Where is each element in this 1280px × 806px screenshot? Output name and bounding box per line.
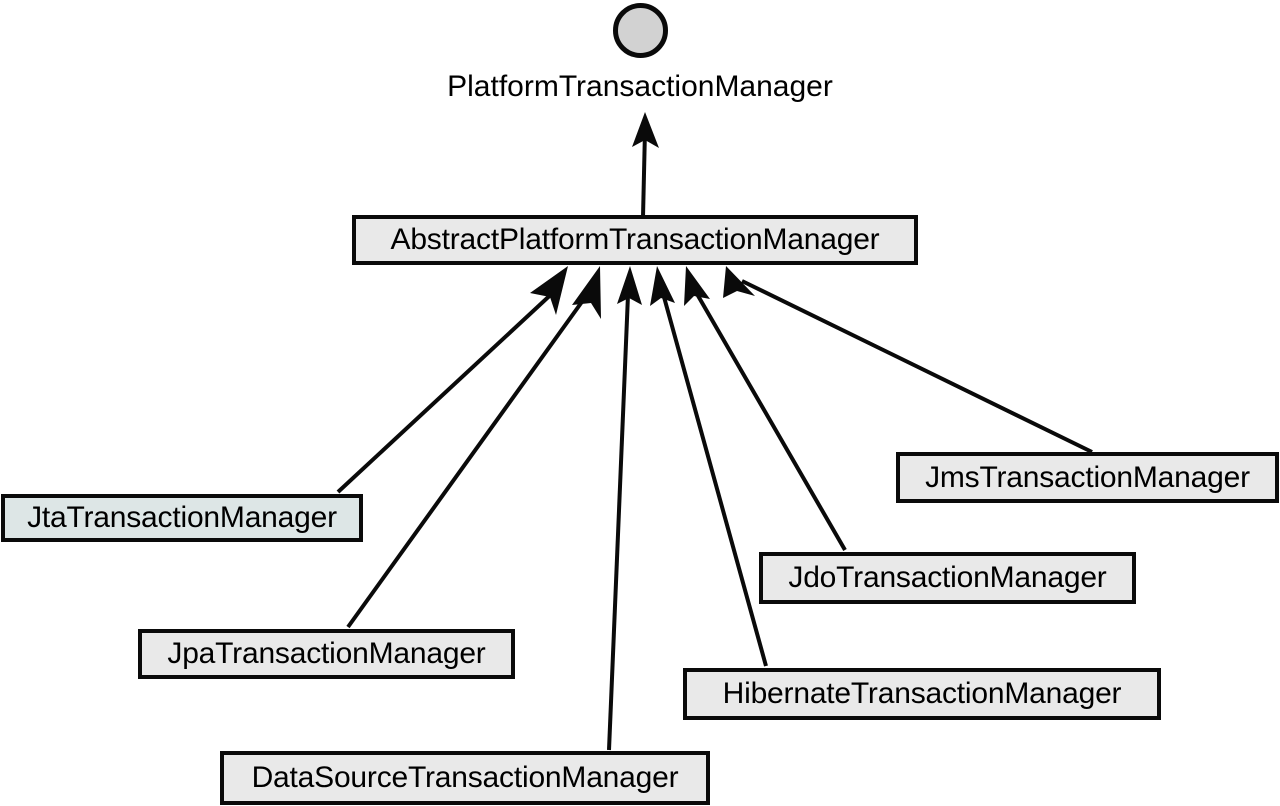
class-box-abstract-platform-transaction-manager[interactable]: AbstractPlatformTransactionManager bbox=[352, 215, 918, 265]
edge-jms-to-abstract bbox=[723, 266, 1093, 454]
interface-circle-platform-transaction-manager[interactable] bbox=[613, 3, 668, 58]
class-box-hibernate-transaction-manager[interactable]: HibernateTransactionManager bbox=[683, 668, 1161, 720]
class-box-jta-transaction-manager[interactable]: JtaTransactionManager bbox=[1, 494, 363, 542]
class-label-hibernate-transaction-manager: HibernateTransactionManager bbox=[722, 677, 1122, 710]
class-label-jdo-transaction-manager: JdoTransactionManager bbox=[788, 561, 1107, 594]
class-label-datasource-transaction-manager: DataSourceTransactionManager bbox=[251, 761, 679, 794]
edge-jpa-to-abstract bbox=[346, 266, 601, 629]
class-label-jms-transaction-manager: JmsTransactionManager bbox=[925, 460, 1250, 494]
class-box-datasource-transaction-manager[interactable]: DataSourceTransactionManager bbox=[220, 751, 710, 805]
class-box-jdo-transaction-manager[interactable]: JdoTransactionManager bbox=[759, 552, 1136, 604]
edge-abstract-to-interface bbox=[632, 112, 659, 218]
class-label-jta-transaction-manager: JtaTransactionManager bbox=[27, 501, 337, 534]
edge-hibernate-to-abstract bbox=[650, 266, 768, 667]
edge-datasource-to-abstract bbox=[607, 266, 642, 751]
interface-label-platform-transaction-manager: PlatformTransactionManager bbox=[447, 70, 833, 103]
class-label-abstract-platform-transaction-manager: AbstractPlatformTransactionManager bbox=[390, 223, 880, 256]
edge-jdo-to-abstract bbox=[684, 266, 847, 552]
class-label-jpa-transaction-manager: JpaTransactionManager bbox=[167, 637, 486, 670]
class-box-jms-transaction-manager[interactable]: JmsTransactionManager bbox=[896, 452, 1279, 503]
class-box-jpa-transaction-manager[interactable]: JpaTransactionManager bbox=[138, 629, 515, 679]
edge-jta-to-abstract bbox=[336, 266, 568, 494]
